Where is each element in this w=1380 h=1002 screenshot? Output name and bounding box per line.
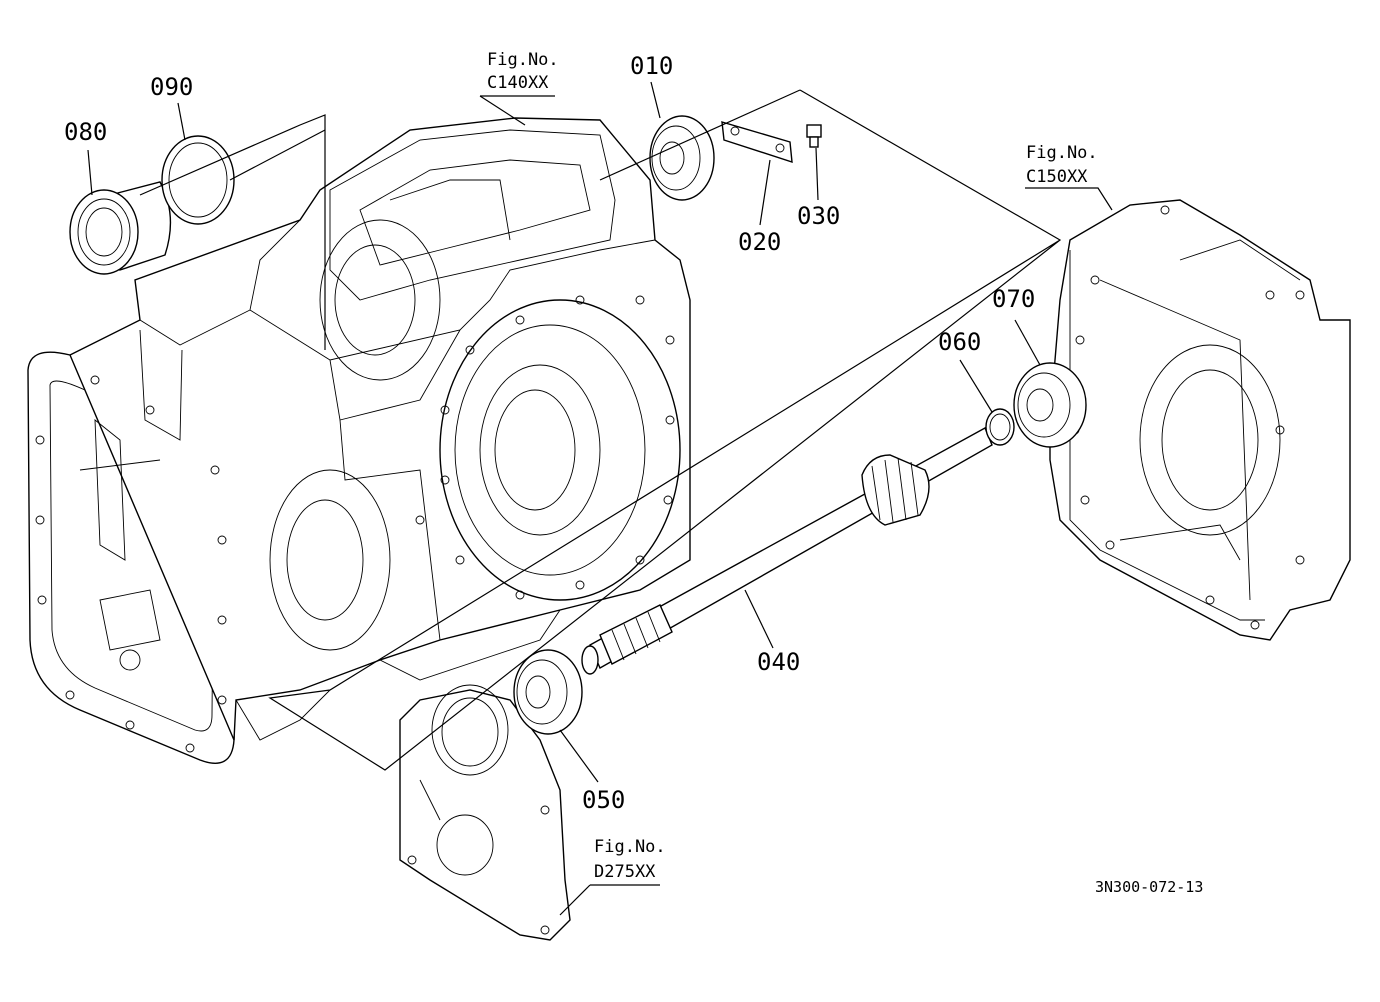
label-030: 030 [797, 202, 840, 230]
part-090-snap-ring [161, 135, 235, 225]
assembly-lines [87, 81, 1113, 916]
label-070: 070 [992, 285, 1035, 313]
part-050-bearing [513, 649, 583, 735]
part-030-bolt [806, 124, 822, 148]
label-090: 090 [150, 73, 193, 101]
label-020: 020 [738, 228, 781, 256]
label-050: 050 [582, 786, 625, 814]
part-010-bearing [649, 115, 715, 201]
ref-c140-code: C140XX [487, 73, 549, 93]
transmission-case-drawing [27, 117, 691, 764]
rear-housing-drawing [1049, 199, 1351, 641]
part-040-shaft [581, 427, 993, 675]
ref-d275-label: Fig.No. [594, 837, 666, 857]
ref-c150-code: C150XX [1026, 167, 1088, 187]
front-cover-plate-drawing [399, 684, 571, 941]
part-080-gear-collar [69, 181, 172, 275]
part-020-retainer-plate [721, 121, 793, 163]
label-080: 080 [64, 118, 107, 146]
ref-c150-label: Fig.No. [1026, 143, 1098, 163]
label-040: 040 [757, 648, 800, 676]
figure-references: Fig.No. C140XX Fig.No. C150XX Fig.No. D2… [487, 50, 1098, 882]
drawing-code: 3N300-072-13 [1095, 878, 1203, 896]
part-070-bearing [1013, 362, 1087, 448]
part-060-snap-ring [985, 408, 1015, 446]
part-labels: 010 020 030 040 050 060 070 080 090 [64, 52, 1035, 814]
ref-c140-label: Fig.No. [487, 50, 559, 70]
label-010: 010 [630, 52, 673, 80]
label-060: 060 [938, 328, 981, 356]
ref-d275-code: D275XX [594, 862, 656, 882]
